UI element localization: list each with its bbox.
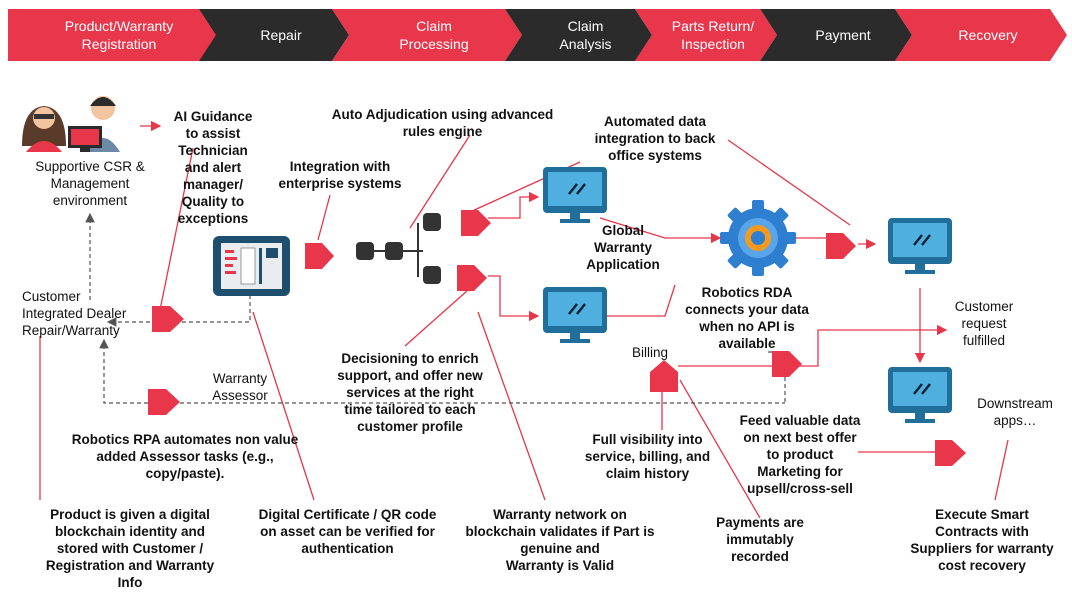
pentagon-marker-icon: [826, 233, 856, 259]
tablet-icon: [213, 236, 290, 296]
customer-dealer-label: Customer Integrated Dealer Repair/Warran…: [22, 289, 127, 338]
auto-adjudication-label: Auto Adjudication using advanced rules e…: [331, 107, 554, 139]
product-digital-label: Product is given a digital blockchain id…: [45, 507, 215, 590]
feed-data-label: Feed valuable data on next best offer to…: [739, 413, 861, 496]
pentagon-marker-icon: [457, 265, 487, 291]
payments-label: Payments are immutably recorded: [716, 515, 804, 564]
pentagon-markers: [148, 210, 966, 466]
warranty-network-label: Warranty network on blockchain validates…: [465, 507, 655, 573]
network-nodes-icon: [356, 213, 441, 284]
monitor-icon: [888, 218, 952, 274]
pentagon-marker-icon: [461, 210, 491, 236]
step-parts-return: Parts Return/ Inspection: [635, 9, 777, 61]
digital-certificate-label: Digital Certificate / QR code on asset c…: [258, 507, 437, 556]
monitor-icon: [543, 287, 607, 343]
customer-request-label: Customer request fulfilled: [954, 299, 1014, 348]
pentagon-marker-icon: [152, 306, 184, 332]
step-claim-processing: Claim Processing: [332, 9, 522, 61]
monitor-icon: [543, 167, 607, 223]
gear-icon: [720, 200, 796, 276]
people-icon: [22, 96, 120, 152]
step-registration: Product/Warranty Registration: [8, 9, 230, 61]
step-recovery: Recovery: [895, 9, 1067, 61]
robotics-rpa-label: Robotics RPA automates non value added A…: [71, 432, 299, 481]
full-visibility-label: Full visibility into service, billing, a…: [584, 432, 711, 481]
pentagon-marker-icon: [305, 243, 334, 269]
step-payment: Payment: [760, 9, 912, 61]
pentagon-marker-icon: [772, 351, 802, 377]
warranty-assessor-label: Warranty Assessor: [212, 371, 268, 403]
robotics-rda-label: Robotics RDA connects your data when no …: [685, 285, 809, 351]
pentagon-marker-icon: [148, 389, 180, 415]
step-repair: Repair: [199, 9, 349, 61]
global-warranty-label: Global Warranty Application: [586, 223, 660, 272]
billing-label: Billing: [632, 345, 669, 360]
monitor-icon: [888, 367, 952, 423]
integration-label: Integration with enterprise systems: [278, 159, 402, 191]
pentagon-marker-icon: [650, 360, 678, 392]
smart-contracts-label: Execute Smart Contracts with Suppliers f…: [910, 507, 1054, 573]
pentagon-marker-icon: [935, 440, 966, 466]
downstream-label: Downstream apps…: [977, 396, 1053, 428]
ai-guidance-label: AI Guidance to assist Technician and ale…: [173, 109, 253, 226]
decisioning-label: Decisioning to enrich support, and offer…: [337, 351, 483, 434]
automated-data-label: Automated data integration to back offic…: [594, 114, 716, 163]
csr-label: Supportive CSR & Management environment: [35, 159, 145, 208]
step-claim-analysis: Claim Analysis: [505, 9, 652, 61]
